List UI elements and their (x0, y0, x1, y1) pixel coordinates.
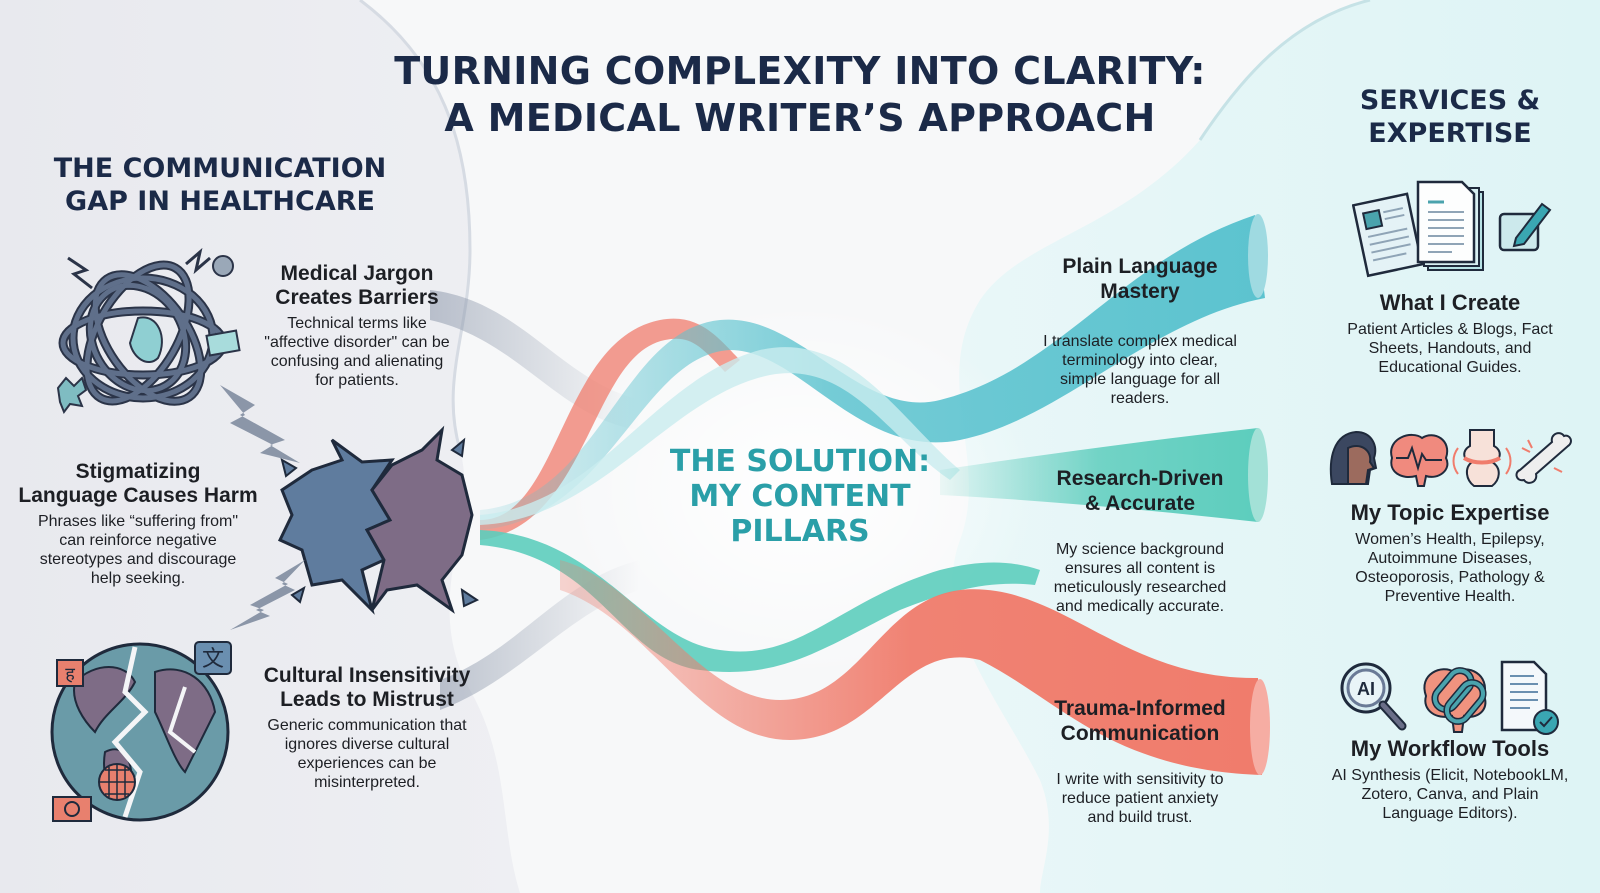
services-heading-line2: EXPERTISE (1368, 118, 1532, 149)
services-heading-line1: SERVICES & (1359, 85, 1541, 116)
solution-line1: THE SOLUTION: (669, 444, 931, 479)
problem-title-line2: Creates Barriers (275, 286, 439, 309)
pillar-title: Research-Driven & Accurate (1030, 466, 1250, 516)
service-workflow-tools: My Workflow Tools AI Synthesis (Elicit, … (1320, 736, 1580, 823)
problems-heading-line1: THE COMMUNICATION (53, 153, 387, 184)
translate-glyph: 文 (202, 646, 224, 671)
pillar-title: Trauma-Informed Communication (1030, 696, 1250, 746)
pillar-title-line2: Mastery (1100, 280, 1180, 303)
brain-wave-icon (1390, 433, 1449, 487)
ai-magnifier-icon: AI (1340, 662, 1407, 731)
solution-line2: MY CONTENT (689, 479, 911, 514)
pillar-title-line2: & Accurate (1084, 492, 1196, 515)
main-title-line2: A MEDICAL WRITER’S APPROACH (444, 96, 1156, 140)
ribbon-coral-bottom (560, 560, 1262, 775)
pillar-title-line2: Communication (1060, 722, 1220, 745)
service-title: My Workflow Tools (1350, 736, 1550, 761)
documents-icon (1352, 180, 1484, 278)
problem-item-cultural: Cultural Insensitivity Leads to Mistrust… (262, 664, 472, 792)
main-title-line1: TURNING COMPLEXITY INTO CLARITY: (394, 49, 1206, 93)
devanagari-glyph: ह (65, 664, 75, 684)
service-what-i-create: What I Create Patient Articles & Blogs, … (1320, 290, 1580, 377)
problem-title: Medical Jargon Creates Barriers (262, 262, 452, 310)
service-desc: Patient Articles & Blogs, Fact Sheets, H… (1347, 321, 1553, 376)
pencil-icon (1498, 202, 1552, 252)
pillar-desc: I translate complex medical terminology … (1043, 333, 1237, 407)
problem-title-line1: Medical Jargon (280, 262, 434, 285)
lightning-bolt-icon (220, 385, 300, 463)
broken-speech-bubbles-icon (277, 425, 480, 615)
problem-title-line2: Language Causes Harm (18, 484, 258, 507)
svg-text:AI: AI (1357, 679, 1375, 699)
problem-title-line1: Cultural Insensitivity (263, 664, 471, 687)
pillar-trauma-informed: Trauma-Informed Communication I write wi… (1030, 696, 1250, 827)
pillar-title-line1: Trauma-Informed (1054, 697, 1226, 720)
problem-item-stigma: Stigmatizing Language Causes Harm Phrase… (18, 460, 258, 588)
tangled-knot-icon (56, 247, 241, 415)
services-heading: SERVICES & EXPERTISE (1320, 84, 1580, 150)
pillar-title: Plain Language Mastery (1030, 254, 1250, 304)
problem-title-line2: Leads to Mistrust (280, 688, 454, 711)
problems-heading: THE COMMUNICATION GAP IN HEALTHCARE (20, 152, 420, 218)
topic-icons-row (1329, 429, 1572, 487)
solution-line3: PILLARS (730, 514, 870, 549)
problem-desc: Technical terms like "affective disorder… (264, 315, 450, 389)
checked-document-icon (1500, 660, 1559, 735)
joint-icon (1452, 429, 1512, 487)
brain-link-icon (1423, 667, 1487, 733)
bone-icon (1515, 432, 1572, 484)
service-desc: AI Synthesis (Elicit, NotebookLM, Zotero… (1331, 767, 1569, 822)
pillar-title-line1: Plain Language (1062, 255, 1218, 278)
pillar-desc: I write with sensitivity to reduce patie… (1056, 771, 1224, 826)
problem-title: Cultural Insensitivity Leads to Mistrust (262, 664, 472, 712)
problem-title: Stigmatizing Language Causes Harm (18, 460, 258, 508)
woman-profile-icon (1329, 430, 1378, 485)
pillar-title-line1: Research-Driven (1056, 467, 1224, 490)
ribbon-coral-upper (480, 318, 740, 540)
service-title: What I Create (1379, 290, 1521, 315)
main-title: TURNING COMPLEXITY INTO CLARITY: A MEDIC… (300, 48, 1300, 142)
problem-title-line1: Stigmatizing (75, 460, 201, 483)
cracked-globe-icon: ह 文 (50, 641, 232, 822)
solution-heading: THE SOLUTION: MY CONTENT PILLARS (640, 444, 960, 549)
ribbon-mint-middle (940, 428, 1258, 522)
problems-heading-line2: GAP IN HEALTHCARE (65, 186, 375, 217)
service-topic-expertise: My Topic Expertise Women’s Health, Epile… (1320, 500, 1580, 606)
service-desc: Women’s Health, Epilepsy, Autoimmune Dis… (1355, 531, 1545, 605)
pillar-plain-language: Plain Language Mastery I translate compl… (1030, 254, 1250, 408)
problem-desc: Generic communication that ignores diver… (267, 717, 467, 791)
pillar-research: Research-Driven & Accurate My science ba… (1030, 466, 1250, 616)
lightning-bolt-icon (230, 560, 305, 630)
workflow-icons-row: AI (1340, 660, 1559, 735)
problem-item-jargon: Medical Jargon Creates Barriers Technica… (262, 262, 452, 390)
ribbon-mint-lower (480, 530, 1040, 672)
problem-desc: Phrases like “suffering from" can reinfo… (37, 513, 239, 587)
service-title: My Topic Expertise (1350, 500, 1550, 525)
pillar-desc: My science background ensures all conten… (1053, 541, 1227, 615)
